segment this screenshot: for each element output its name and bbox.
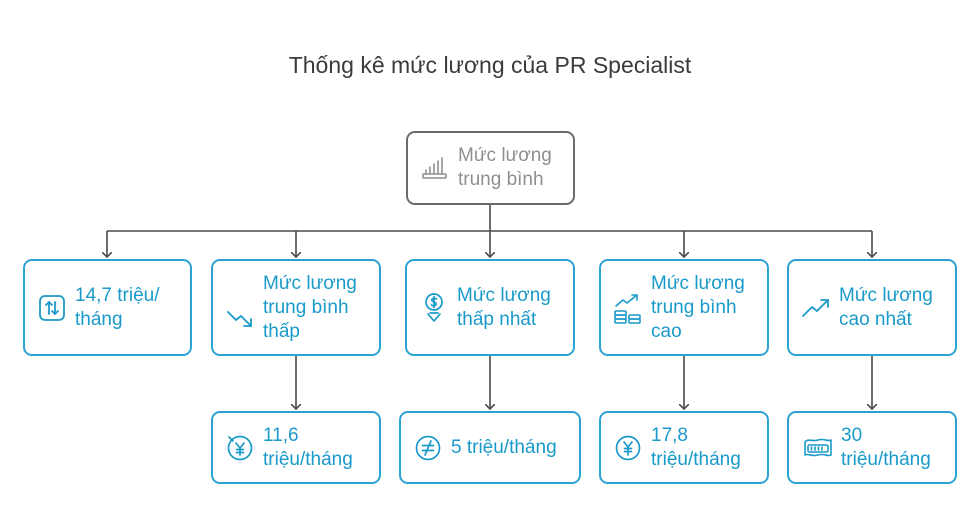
category-node-highest: Mức lương cao nhất [787,259,957,356]
category-label: Mức lương trung bình thấp [263,272,357,342]
category-node-average-value: 14,7 triệu/ tháng [23,259,192,356]
banknote-icon [801,436,835,460]
yen-circle-icon [613,434,643,462]
bar-chart-icon [420,155,450,181]
value-node-avg-high: 17,8 triệu/tháng [599,411,769,484]
trend-down-icon [225,308,255,330]
category-label: 14,7 triệu/ tháng [75,284,160,330]
trend-up-icon [801,297,831,319]
value-node-lowest: 5 triệu/tháng [399,411,581,484]
value-label: 17,8 triệu/tháng [651,424,741,470]
category-label: Mức lương thấp nhất [457,284,551,330]
not-equal-icon [413,434,443,462]
money-growth-icon [613,292,643,324]
value-label: 5 triệu/tháng [451,436,557,458]
category-node-lowest: Mức lương thấp nhất [405,259,575,356]
category-node-avg-high: Mức lương trung bình cao [599,259,769,356]
value-node-highest: 30 triệu/tháng [787,411,957,484]
root-node-label: Mức lương trung bình [458,145,552,190]
dollar-coin-icon [419,292,449,324]
root-node-average-salary: Mức lương trung bình [406,131,575,205]
category-node-avg-low: Mức lương trung bình thấp [211,259,381,356]
category-label: Mức lương cao nhất [839,284,933,330]
diagram-title: Thống kê mức lương của PR Specialist [288,52,692,78]
category-label: Mức lương trung bình cao [651,272,745,342]
up-down-arrows-icon [37,294,67,322]
value-label: 30 triệu/tháng [841,424,931,470]
yen-down-icon [225,434,255,462]
value-node-avg-low: 11,6 triệu/tháng [211,411,381,484]
value-label: 11,6 triệu/tháng [263,424,353,470]
